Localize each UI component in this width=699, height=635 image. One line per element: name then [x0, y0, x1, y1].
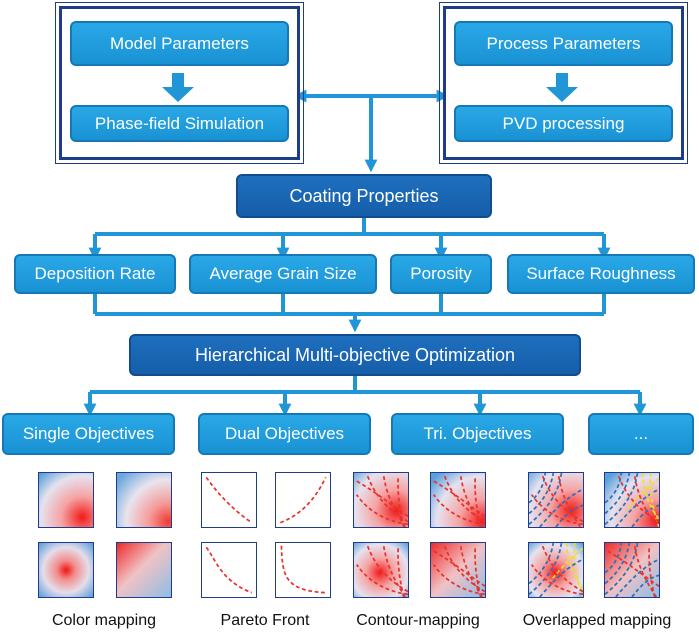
- overlap-line: [557, 475, 582, 527]
- single-objectives-box: Single Objectives: [2, 413, 175, 455]
- model-parameters-box: Model Parameters: [70, 21, 289, 66]
- contour-line: [474, 475, 482, 527]
- contour-map-thumb-2: [430, 472, 486, 528]
- caption-color-mapping: Color mapping: [51, 612, 157, 629]
- phase-field-simulation-box: Phase-field Simulation: [70, 105, 289, 142]
- contour-line: [382, 545, 407, 597]
- contour-map-thumb-4: [430, 542, 486, 598]
- contour-map-thumb-1: [353, 472, 409, 528]
- overlap-line: [549, 547, 583, 582]
- pvd-processing-box: PVD processing: [454, 105, 673, 142]
- overlap-line: [631, 504, 659, 527]
- pareto-front-thumb-1: [201, 472, 257, 528]
- thumbnail-graphic: [529, 473, 583, 527]
- thumbnail-graphic: [354, 543, 408, 597]
- overlap-line: [573, 543, 583, 597]
- model-panel-frame: Model Parameters Phase-field Simulation: [55, 2, 304, 164]
- pareto-front-thumb-2: [275, 472, 331, 528]
- pareto-curve: [205, 476, 253, 524]
- thumbnail-graphic: [205, 476, 253, 524]
- coating-properties-box: Coating Properties: [236, 174, 492, 218]
- overlap-line: [625, 477, 659, 512]
- thumbnail-graphic: [280, 545, 326, 594]
- thumbnail-graphic: [39, 543, 93, 597]
- pareto-curve: [280, 545, 326, 594]
- contour-line: [474, 545, 482, 597]
- overlap-line: [539, 488, 583, 527]
- caption-overlapped-mapping: Overlapped mapping: [522, 612, 672, 629]
- thumbnail-graphic: [280, 476, 327, 524]
- thumbnail-graphic: [605, 543, 659, 597]
- overlapped-map-thumb-4: [604, 542, 660, 598]
- color-map-corner-soft-thumb: [116, 472, 172, 528]
- thumbnail-graphic: [39, 473, 93, 527]
- overlap-line: [605, 543, 623, 574]
- overlap-line: [615, 558, 659, 597]
- down-arrow-process: [546, 73, 578, 102]
- thumbnail-graphic: [205, 546, 252, 594]
- average-grain-size-box: Average Grain Size: [189, 254, 377, 294]
- thumbnail-graphic: [605, 473, 659, 527]
- contour-line: [459, 475, 484, 527]
- contour-line: [382, 475, 407, 527]
- process-parameters-box: Process Parameters: [454, 21, 673, 66]
- overlap-line: [555, 504, 583, 527]
- contour-line: [397, 545, 405, 597]
- contour-line: [397, 475, 405, 527]
- overlap-line: [648, 545, 656, 597]
- overlap-line: [633, 545, 658, 597]
- tri-objectives-box: Tri. Objectives: [391, 413, 564, 455]
- overlap-line: [649, 473, 659, 527]
- overlap-line: [539, 558, 583, 597]
- dual-objectives-box: Dual Objectives: [198, 413, 371, 455]
- caption-pareto-front: Pareto Front: [220, 612, 310, 629]
- deposition-rate-box: Deposition Rate: [14, 254, 176, 294]
- contour-map-thumb-3: [353, 542, 409, 598]
- overlap-line: [615, 488, 659, 527]
- overlap-line: [605, 473, 623, 504]
- contour-line: [459, 545, 484, 597]
- overlapped-map-thumb-2: [604, 472, 660, 528]
- color-map-corner-thumb: [38, 472, 94, 528]
- pareto-front-thumb-3: [201, 542, 257, 598]
- down-arrow-model: [162, 73, 194, 102]
- overlap-line: [529, 473, 547, 504]
- more-objectives-box: ...: [588, 413, 694, 455]
- pareto-front-thumb-4: [275, 542, 331, 598]
- overlapped-map-thumb-1: [528, 472, 584, 528]
- overlap-line: [631, 574, 659, 597]
- thumbnail-graphic: [431, 543, 485, 597]
- hierarchical-optimization-box: Hierarchical Multi-objective Optimizatio…: [129, 334, 581, 376]
- color-map-diagonal-thumb: [116, 542, 172, 598]
- process-panel-frame: Process Parameters PVD processing: [439, 2, 688, 164]
- thumbnail-graphic: [431, 473, 485, 527]
- pareto-curve: [280, 476, 327, 524]
- thumbnail-graphic: [354, 473, 408, 527]
- pareto-curve: [205, 546, 252, 594]
- thumbnail-graphic: [117, 473, 171, 527]
- thumbnail-graphic: [117, 543, 171, 597]
- overlapped-map-thumb-3: [528, 542, 584, 598]
- surface-roughness-box: Surface Roughness: [507, 254, 695, 294]
- color-map-center-thumb: [38, 542, 94, 598]
- caption-contour-mapping: Contour-mapping: [356, 612, 480, 629]
- porosity-box: Porosity: [390, 254, 492, 294]
- thumbnail-graphic: [529, 543, 583, 597]
- overlap-line: [633, 475, 658, 527]
